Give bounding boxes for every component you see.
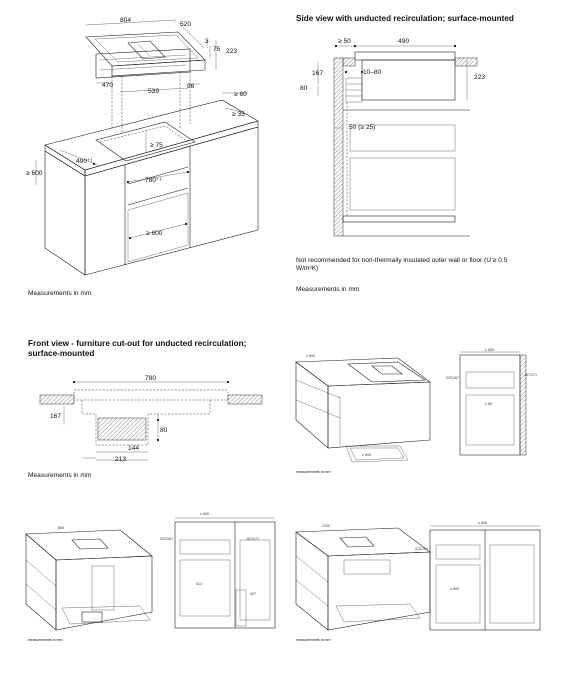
dim-label: ≥ 60	[485, 402, 492, 406]
filter-unit	[97, 417, 147, 441]
side-view-note: Not recommended for non-thermally insula…	[296, 257, 508, 272]
dim-label: 207	[250, 592, 256, 596]
small-diagram-3-footer: measurements in mm	[296, 638, 331, 642]
dim-label: 96	[187, 83, 195, 90]
front-view-dimension-labels: 780 167 80 144 213	[50, 375, 168, 463]
dim-label: 470	[102, 82, 113, 89]
wall-section	[333, 57, 344, 237]
dim-label: ≥ 600	[362, 453, 371, 457]
cooktop-body	[361, 59, 456, 101]
cooktop-profile	[354, 51, 456, 61]
side-view-title: Side view with unducted recirculation; s…	[296, 14, 514, 23]
dim-label: 223	[226, 48, 237, 55]
small-diagram-2-footer: measurements in mm	[28, 638, 63, 642]
dim-label: 490	[398, 38, 409, 45]
cooktop-glass	[94, 34, 199, 63]
dim-label: 513	[196, 582, 202, 586]
iso-footer: Measurements in mm	[28, 290, 92, 297]
worktop-section-right	[454, 57, 478, 67]
small-diagram-1-labels: ≥ 600 ≥ 600 ≤ 600 222/167 167/171 ≥ 60	[306, 348, 537, 457]
dim-label: ≥ 50	[338, 38, 351, 45]
small-diagram-3-labels: 1200 222/167 ≥ 600 ≥ 600	[322, 521, 487, 591]
dim-label: 222/167	[415, 547, 428, 551]
side-view-footer: Measurements in mm	[296, 286, 360, 293]
dim-label: 144	[128, 445, 139, 452]
worktop-section-left	[39, 394, 75, 405]
dim-label: 167/171	[246, 537, 259, 541]
dim-label: ≥ 600	[26, 170, 43, 177]
dim-label: 539	[148, 88, 159, 95]
front-view-title: Front view - furniture cut-out for unduc…	[28, 339, 247, 358]
dim-label: 1200	[322, 524, 330, 528]
small-diagram-3	[295, 525, 541, 631]
side-view-diagram	[317, 44, 478, 237]
dim-label: 3	[205, 38, 209, 45]
small-diagram-1-footer: measurements in mm	[296, 470, 331, 474]
dim-label: 520	[180, 21, 191, 28]
cooktop-vent-hood	[127, 40, 166, 60]
dim-label: 804	[120, 17, 131, 24]
dim-label: 80	[160, 427, 168, 434]
dim-label: 223	[474, 74, 485, 81]
front-view-diagram	[39, 380, 263, 461]
small-diagram-2-labels: 800 222/167 167/171 ≥ 600 513 207	[58, 512, 259, 596]
cabinet-front	[84, 126, 259, 276]
dim-label: 167	[50, 413, 61, 420]
dim-label: ≥ 600	[450, 587, 459, 591]
dim-label: ≤ 600	[485, 348, 494, 352]
dim-label: 490⁺¹	[76, 158, 93, 165]
dim-label: 75	[213, 46, 221, 53]
dim-label: 780	[145, 375, 156, 382]
dim-label: 222/167	[446, 376, 459, 380]
cooktop-front-edge	[111, 59, 206, 77]
dim-label: ≥ 600	[200, 512, 209, 516]
front-view-footer: Measurements in mm	[28, 472, 92, 479]
dim-label: 80	[300, 85, 308, 92]
dim-label: ≥ 600	[146, 230, 163, 237]
iso-installation-diagram	[35, 19, 259, 276]
dim-label: ≥ 35	[232, 111, 245, 118]
dim-label: 10–80	[363, 69, 382, 76]
dim-label: 213	[115, 456, 126, 463]
dim-label: 780⁺¹	[145, 177, 162, 184]
dim-label: 222/167	[160, 537, 173, 541]
iso-dimension-labels: 804 520 3 75 223 470 539 96 ≥ 60 ≥ 35 ≥ …	[26, 17, 247, 237]
dim-label: ≥ 600	[478, 521, 487, 525]
worktop-section-left	[342, 57, 356, 67]
dim-label: ≥ 75	[150, 142, 163, 149]
dim-label: 50 (≥ 25)	[349, 124, 375, 131]
worktop-section-right	[227, 394, 263, 405]
dim-label: 167	[312, 70, 323, 77]
cabinet-side	[44, 150, 86, 276]
dim-label: 800	[58, 526, 64, 530]
small-diagram-2	[25, 517, 276, 631]
dim-label: ≥ 600	[306, 354, 315, 358]
dim-label: ≥ 60	[234, 91, 247, 98]
worktop-cutout	[95, 121, 196, 162]
small-diagram-1	[295, 351, 527, 463]
side-view-dimension-labels: ≥ 50 490 167 10–80 223 80 50 (≥ 25)	[300, 38, 485, 131]
dim-label: 167/171	[524, 373, 537, 377]
